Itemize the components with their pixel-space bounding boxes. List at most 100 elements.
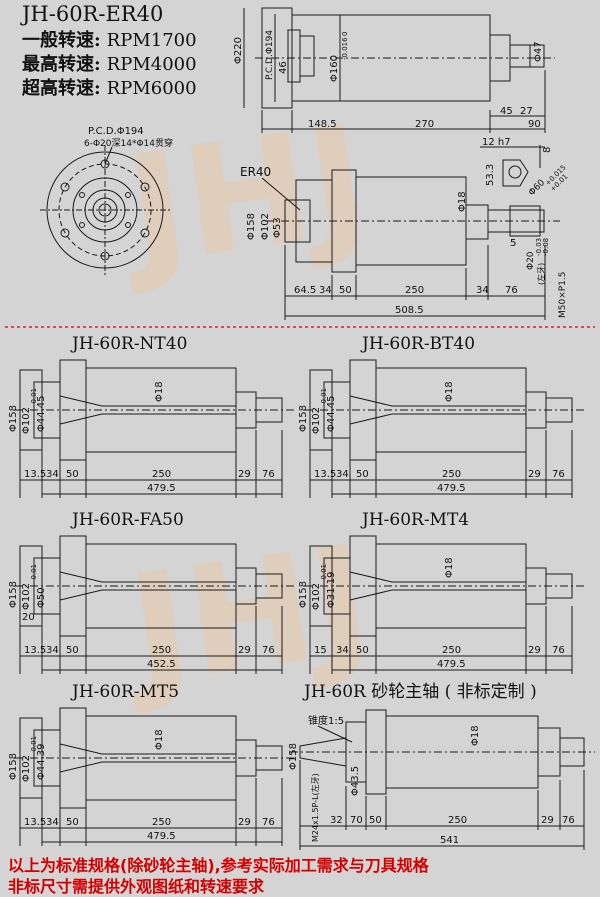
footer-note-2: 非标尺寸需提供外观图纸和转速要求 bbox=[8, 877, 265, 896]
main-title: JH-60R-ER40 bbox=[22, 2, 164, 26]
grind-taper bbox=[299, 737, 347, 767]
key-d53: 53.3 bbox=[485, 164, 496, 186]
flange-small-hole-4 bbox=[125, 222, 131, 228]
speed-row-2: 最高转速:RPM4000 bbox=[22, 50, 197, 76]
spindle-view-5 bbox=[14, 707, 294, 846]
grind-thread: M24x1.5P-L(左牙) bbox=[310, 773, 320, 842]
flange-pcd-label: P.C.D.Φ194 bbox=[88, 126, 144, 137]
speed-row-1: 一般转速:RPM1700 bbox=[22, 26, 197, 52]
speed-value-max: RPM4000 bbox=[106, 54, 197, 75]
view-d250: 250 bbox=[442, 645, 461, 656]
er40-d250: 250 bbox=[405, 285, 424, 296]
flange-hole-2 bbox=[140, 182, 150, 192]
view-phi158: Φ158 bbox=[8, 753, 19, 780]
flange-center-circle bbox=[98, 203, 112, 217]
view-d76: 76 bbox=[552, 645, 565, 656]
view-phi102: Φ102 bbox=[21, 755, 32, 782]
er40-rear bbox=[465, 204, 489, 240]
view-taper bbox=[59, 395, 237, 425]
view-d13: 13.5 bbox=[24, 817, 46, 828]
er40-d50: 50 bbox=[339, 285, 352, 296]
top-tol160b: 0 bbox=[341, 32, 349, 36]
grind-taper-label: 锥度1:5 bbox=[308, 714, 344, 727]
top-nose bbox=[287, 29, 301, 83]
top-h46: 46 bbox=[278, 61, 289, 74]
view-d50: 50 bbox=[356, 645, 369, 656]
grinding-view bbox=[290, 709, 595, 850]
er40-d76: 76 bbox=[505, 285, 518, 296]
view-tol: -0.01 bbox=[30, 388, 38, 406]
view-d250: 250 bbox=[152, 469, 171, 480]
view-d13: 13.5 bbox=[24, 645, 46, 656]
view-d29: 29 bbox=[238, 469, 251, 480]
view-d50: 50 bbox=[66, 817, 79, 828]
top-d90: 90 bbox=[528, 119, 541, 130]
view-phi102: Φ102 bbox=[21, 407, 32, 434]
view-d34: 34 bbox=[46, 469, 59, 480]
grind-d250: 250 bbox=[448, 815, 467, 826]
flange-holes-label: 6-Φ20深14*Φ14贯穿 bbox=[84, 137, 173, 149]
spindle-view-1 bbox=[14, 359, 294, 498]
view-total: 479.5 bbox=[437, 483, 466, 494]
er40-view bbox=[261, 169, 560, 320]
view-tol: -0.01 bbox=[30, 564, 38, 582]
view-d29: 29 bbox=[528, 645, 541, 656]
spindle-view-2 bbox=[304, 359, 584, 498]
view-d13: 15 bbox=[314, 645, 327, 656]
view-phi18: Φ18 bbox=[154, 381, 165, 402]
flange-small-hole-2 bbox=[125, 192, 131, 198]
er40-phi20: Φ20 bbox=[526, 251, 536, 270]
grind-total: 541 bbox=[440, 835, 459, 846]
spindle-view-title: JH-60R-MT4 bbox=[360, 510, 469, 530]
view-d13: 13.5 bbox=[314, 469, 336, 480]
top-pcd194: P.C.D.Φ194 bbox=[265, 30, 275, 80]
spindle-view-title: JH-60R-MT5 bbox=[70, 682, 179, 702]
grind-taper-leader bbox=[317, 725, 353, 743]
grind-phi18: Φ18 bbox=[470, 725, 481, 746]
view-tol: -0.01 bbox=[320, 564, 328, 582]
view-taper bbox=[349, 395, 527, 425]
er40-tol20a: -0.03 bbox=[535, 238, 543, 256]
view-d34: 34 bbox=[46, 817, 59, 828]
view-phi102: Φ102 bbox=[311, 583, 322, 610]
view-bore-label: Φ44.39 bbox=[36, 744, 47, 781]
grind-d76: 76 bbox=[562, 815, 575, 826]
view-d250: 250 bbox=[442, 469, 461, 480]
speed-value-normal: RPM1700 bbox=[106, 30, 197, 51]
view-d29: 29 bbox=[238, 645, 251, 656]
flange-front-view bbox=[40, 145, 170, 275]
er40-d5: 5 bbox=[510, 238, 516, 249]
grind-d29: 29 bbox=[541, 815, 554, 826]
view-total: 452.5 bbox=[147, 659, 176, 670]
key-detail bbox=[480, 145, 545, 187]
key-d8: 8 bbox=[542, 147, 553, 153]
view-d250: 250 bbox=[152, 645, 171, 656]
view-d34: 34 bbox=[46, 645, 59, 656]
top-phi220: Φ220 bbox=[233, 37, 244, 64]
flange-hole-6 bbox=[60, 182, 70, 192]
view-tol: -0.01 bbox=[320, 388, 328, 406]
top-d27: 27 bbox=[520, 106, 533, 117]
view-phi18: Φ18 bbox=[444, 557, 455, 578]
top-tol160: -0.016 bbox=[341, 37, 349, 60]
er40-total: 508.5 bbox=[395, 305, 424, 316]
view-phi18: Φ18 bbox=[444, 381, 455, 402]
top-d148: 148.5 bbox=[308, 119, 337, 130]
view-phi102: Φ102 bbox=[311, 407, 322, 434]
key-profile bbox=[502, 159, 529, 187]
view-d50: 50 bbox=[66, 645, 79, 656]
view-phi158: Φ158 bbox=[8, 581, 19, 608]
flange-small-hole-1 bbox=[79, 192, 85, 198]
speed-label-normal: 一般转速: bbox=[22, 30, 101, 51]
watermark-text-2: JHJ bbox=[112, 513, 380, 720]
flange-small-hole-3 bbox=[79, 222, 85, 228]
er40-phi158: Φ158 bbox=[246, 213, 257, 240]
speed-value-ultra: RPM6000 bbox=[106, 78, 197, 99]
view-bore-label: Φ50 bbox=[36, 587, 47, 608]
footer-note-1: 以上为标准规格(除砂轮主轴),参考实际加工需求与刀具规格 bbox=[8, 856, 429, 875]
key-h7: 12 h7 bbox=[482, 137, 511, 148]
key-hole bbox=[508, 165, 522, 179]
view-tol: -0.01 bbox=[30, 736, 38, 754]
view-phi18: Φ18 bbox=[154, 729, 165, 750]
